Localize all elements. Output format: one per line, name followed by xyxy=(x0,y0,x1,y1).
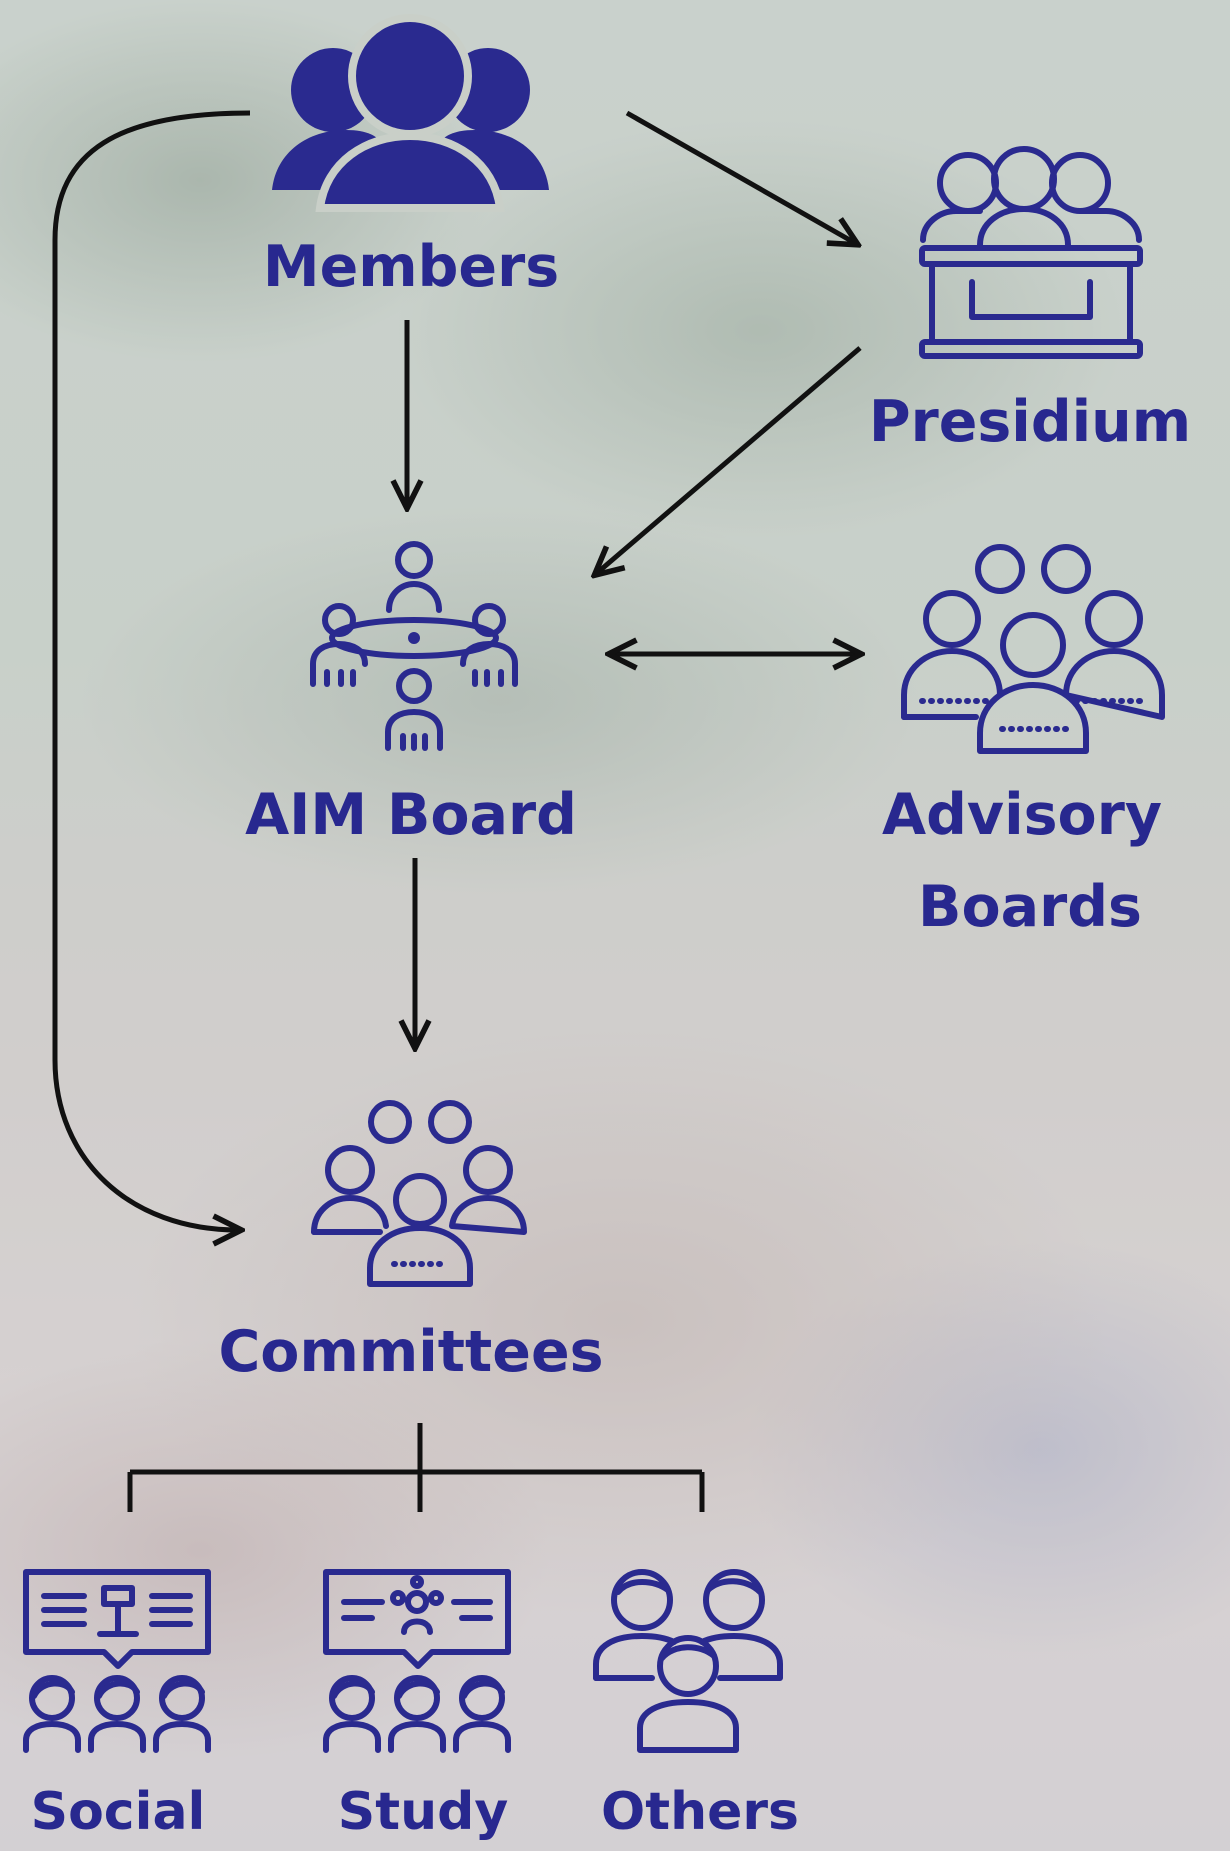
edge-members-committees xyxy=(52,110,251,1230)
advisory-boards-label-line2: Boards xyxy=(918,874,1142,940)
edge-members-presidium xyxy=(625,110,855,243)
members-icon xyxy=(272,14,549,212)
board-meeting-icon xyxy=(310,541,518,751)
social-label: Social xyxy=(30,1782,206,1842)
others-label: Others xyxy=(601,1782,799,1842)
presidium-icon xyxy=(919,146,1143,359)
committee-branch xyxy=(127,1423,705,1512)
edge-presidium-aim-board xyxy=(597,346,862,573)
advisory-group-icon xyxy=(901,544,1165,754)
study-committee-icon xyxy=(323,1569,511,1753)
committees-group-icon xyxy=(311,1100,527,1287)
social-committee-icon xyxy=(23,1569,211,1753)
advisory-boards-label-line1: Advisory xyxy=(882,782,1162,848)
presidium-label: Presidium xyxy=(868,389,1192,455)
aim-board-label: AIM Board xyxy=(245,782,577,848)
members-label: Members xyxy=(262,234,560,300)
committees-label: Committees xyxy=(218,1319,604,1385)
others-group-icon xyxy=(593,1569,783,1753)
study-label: Study xyxy=(337,1782,509,1842)
